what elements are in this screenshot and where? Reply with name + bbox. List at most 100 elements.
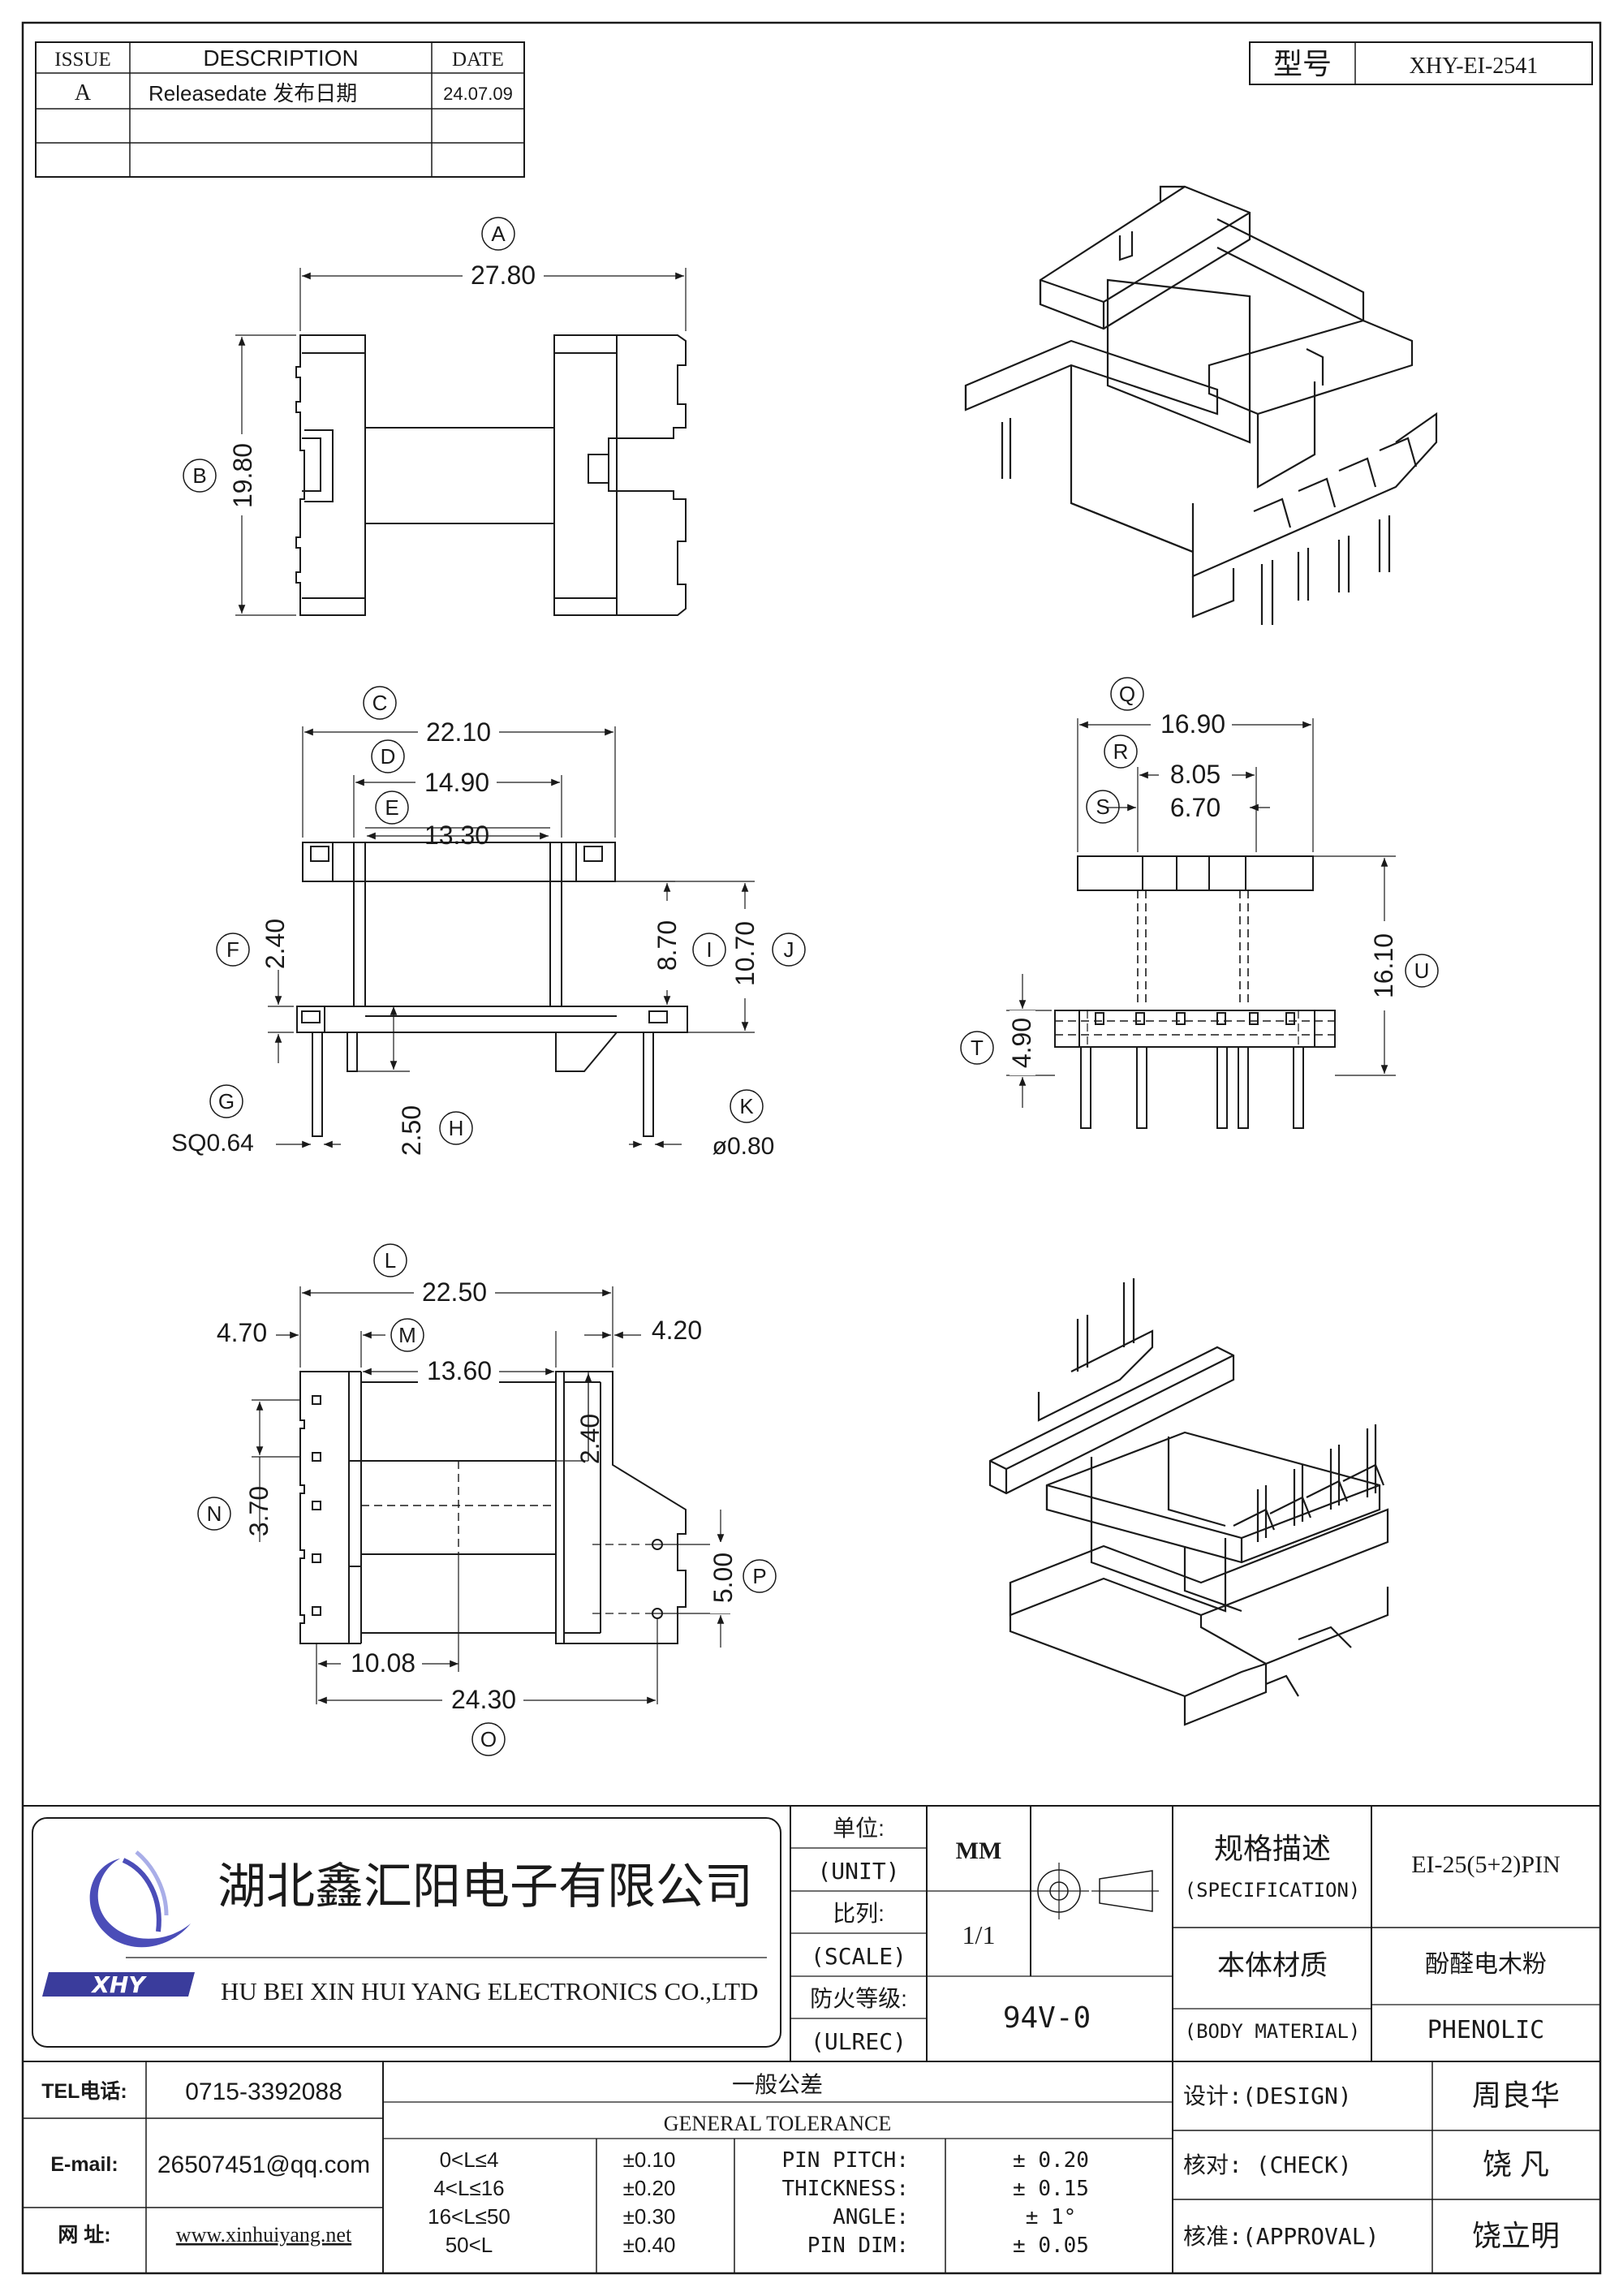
logo-badge-icon <box>42 1972 195 1997</box>
fire-value: 94V-0 <box>1003 2001 1091 2035</box>
email-value: 26507451@qq.com <box>157 2152 370 2178</box>
model-label: 型号 <box>1273 47 1332 80</box>
dim-t-value: 4.90 <box>1007 1018 1036 1068</box>
pin-tol-label: PIN PITCH: <box>781 2148 909 2173</box>
email-label: E-mail: <box>50 2153 118 2176</box>
fire-label-cn: 防火等级: <box>810 1986 907 2011</box>
svg-text:P: P <box>752 1564 766 1588</box>
front-view-labels: C 22.10 D 14.90 E 13.30 F 2.40 G SQ0.64 … <box>171 686 806 1160</box>
svg-text:K: K <box>739 1094 754 1118</box>
dim-l-value: 22.50 <box>422 1277 487 1307</box>
svg-text:S: S <box>1096 795 1109 819</box>
dim-a-value: 27.80 <box>471 261 536 290</box>
balloon-e <box>375 790 409 825</box>
dim-s-value: 6.70 <box>1170 793 1220 822</box>
side-view <box>1006 718 1396 1129</box>
bottom-view <box>252 1286 730 1704</box>
svg-text:R: R <box>1113 739 1129 764</box>
balloon-s <box>1086 790 1120 824</box>
dim-b-value: 19.80 <box>228 443 257 508</box>
svg-text:D: D <box>381 744 396 769</box>
balloon-r <box>1104 734 1138 769</box>
tolerance-title-cn: 一般公差 <box>732 2072 823 2097</box>
pin-tol-value: ± 0.15 <box>1013 2177 1089 2201</box>
balloon-d <box>371 739 405 773</box>
balloon-j <box>772 933 806 967</box>
spec-label-en: (SPECIFICATION) <box>1185 1879 1361 1902</box>
logo-text: XHY <box>90 1971 147 1998</box>
balloon-n <box>197 1497 231 1531</box>
svg-text:F: F <box>226 937 239 962</box>
balloon-g <box>209 1084 243 1118</box>
dim-c-value: 22.10 <box>426 717 491 747</box>
balloon-h <box>439 1111 473 1145</box>
web-link[interactable]: www.xinhuiyang.net <box>176 2223 352 2246</box>
tol-range: 50<L <box>446 2233 493 2257</box>
dim-p-value: 5.00 <box>708 1553 738 1603</box>
web-label: 网 址: <box>58 2224 110 2246</box>
balloon-q <box>1110 677 1144 711</box>
design-label: 设计:(DESIGN) <box>1183 2083 1352 2109</box>
check-value: 饶 凡 <box>1483 2147 1549 2181</box>
balloon-f <box>216 933 250 967</box>
tol-value: ±0.20 <box>623 2176 676 2200</box>
balloon-b <box>183 459 217 493</box>
revision-table: ISSUE DESCRIPTION DATE A Releasedate 发布日… <box>35 41 525 178</box>
rev-date-a: 24.07.09 <box>443 84 513 104</box>
company-name-en: HU BEI XIN HUI YANG ELECTRONICS CO.,LTD <box>221 1977 758 2005</box>
balloon-l <box>373 1243 407 1277</box>
pin-tol-label: PIN DIM: <box>807 2234 909 2258</box>
dim-o-value: 24.30 <box>451 1685 516 1714</box>
svg-text:G: G <box>218 1089 235 1114</box>
scale-value: 1/1 <box>962 1920 996 1949</box>
balloon-t <box>960 1031 994 1065</box>
company-name-cn: 湖北鑫汇阳电子有限公司 <box>217 1859 753 1914</box>
pin-tol-label: ANGLE: <box>833 2205 909 2229</box>
balloon-c <box>363 686 397 720</box>
model-box: 型号 XHY-EI-2541 <box>1249 41 1593 85</box>
svg-text:O: O <box>480 1727 497 1751</box>
rev-header-issue: ISSUE <box>54 49 110 71</box>
dim-i-value: 8.70 <box>652 920 682 971</box>
unit-value: MM <box>956 1837 1002 1864</box>
svg-text:J: J <box>784 937 794 962</box>
approval-label: 核准:(APPROVAL) <box>1183 2223 1379 2250</box>
svg-text:U: U <box>1414 958 1430 983</box>
material-label-cn: 本体材质 <box>1217 1950 1328 1981</box>
balloon-k <box>730 1089 764 1123</box>
svg-text:B: B <box>192 463 206 488</box>
projection-symbol-icon <box>1031 1863 1159 1919</box>
tel-label: TEL电话: <box>41 2080 127 2103</box>
dim-inner-240: 2.40 <box>575 1414 605 1464</box>
unit-label-cn: 单位: <box>833 1816 885 1841</box>
tolerance-table: 0<L≤4 ±0.10 4<L≤16 ±0.20 16<L≤50 ±0.30 5… <box>428 2147 675 2257</box>
rev-description-a: Releasedate 发布日期 <box>149 81 357 106</box>
svg-text:N: N <box>207 1501 222 1526</box>
dim-e-value: 13.30 <box>424 821 489 850</box>
dim-n-value: 3.70 <box>244 1486 273 1536</box>
svg-text:L: L <box>385 1248 396 1273</box>
svg-text:A: A <box>491 222 506 246</box>
dim-left-470: 4.70 <box>217 1318 267 1347</box>
pin-tol-value: ± 0.05 <box>1013 2234 1089 2258</box>
svg-text:I: I <box>706 937 712 962</box>
dim-h-value: 2.50 <box>397 1105 426 1156</box>
tol-value: ±0.40 <box>623 2233 676 2257</box>
design-value: 周良华 <box>1472 2078 1560 2112</box>
company-logo: XHY <box>42 1850 195 1998</box>
balloon-i <box>692 933 726 967</box>
dim-bottom-1008: 10.08 <box>351 1648 415 1678</box>
svg-text:C: C <box>372 691 388 715</box>
top-view <box>235 268 687 616</box>
check-label: 核对: (CHECK) <box>1183 2152 1352 2178</box>
dim-k-value: ø0.80 <box>712 1133 775 1160</box>
tel-value: 0715-3392088 <box>185 2078 342 2105</box>
pin-tol-value: ± 1° <box>1026 2205 1077 2229</box>
rev-header-description: DESCRIPTION <box>203 45 358 71</box>
material-value-en: PHENOLIC <box>1427 2016 1545 2044</box>
isometric-view-2 <box>988 1278 1389 1726</box>
unit-label-en: (UNIT) <box>817 1858 899 1885</box>
dim-f-value: 2.40 <box>260 919 290 969</box>
